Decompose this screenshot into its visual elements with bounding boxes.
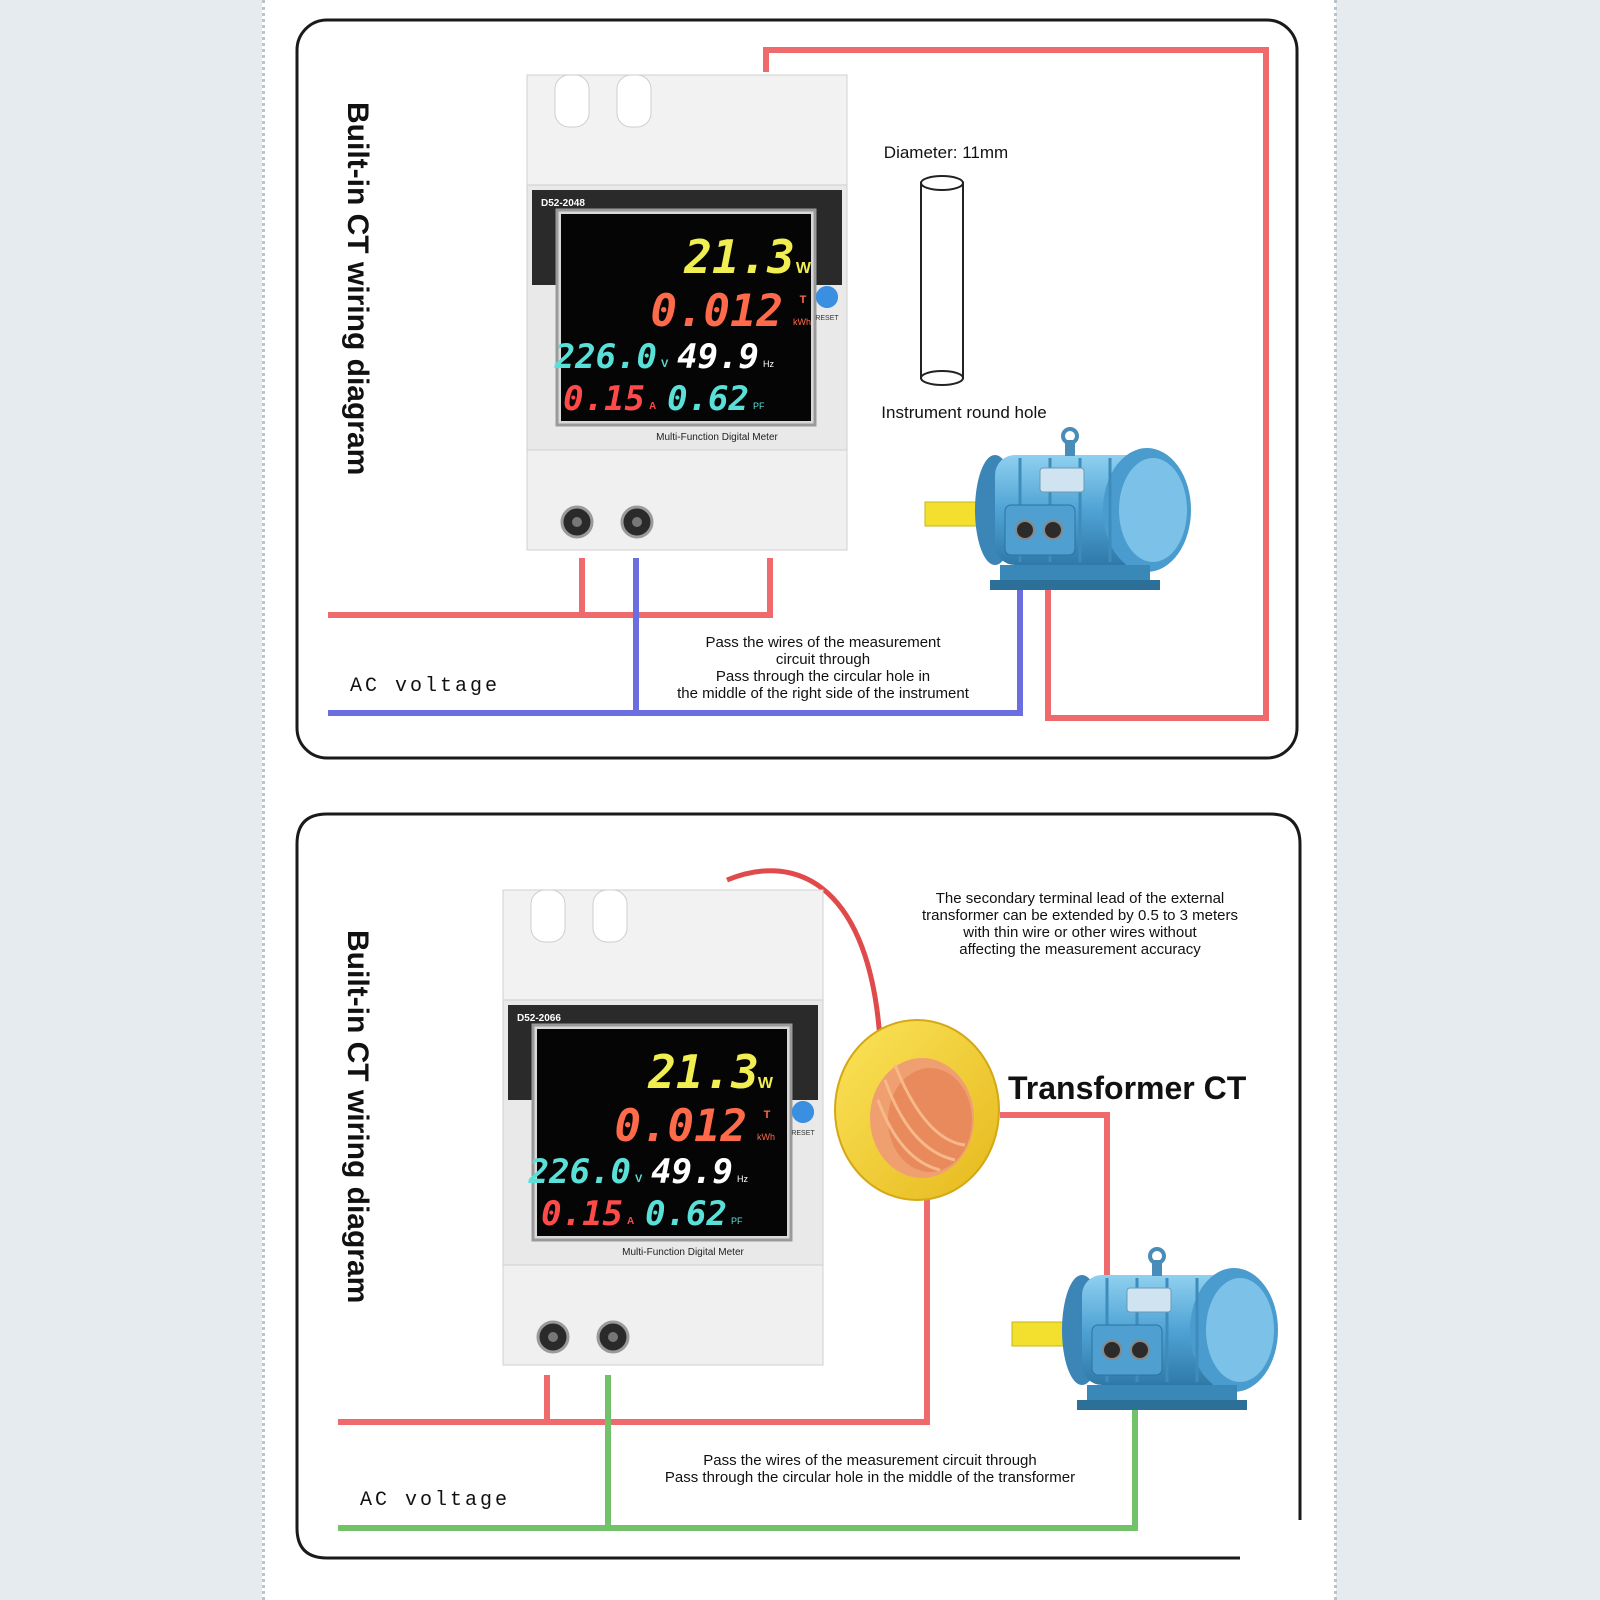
transformer-ct-label: Transformer CT bbox=[1008, 1070, 1247, 1106]
current-readout: 0.15 bbox=[541, 1194, 623, 1234]
reset-button[interactable] bbox=[816, 286, 838, 308]
energy-unit-top: T bbox=[764, 1109, 771, 1121]
meter-caption: Multi-Function Digital Meter bbox=[622, 1247, 744, 1258]
frequency-unit: Hz bbox=[763, 359, 774, 369]
meter-caption: Multi-Function Digital Meter bbox=[656, 432, 778, 443]
voltage-unit: V bbox=[635, 1173, 643, 1185]
reset-button-label: RESET bbox=[815, 315, 839, 322]
power-readout: 21.3 bbox=[647, 1045, 759, 1099]
energy-unit: kWh bbox=[793, 317, 811, 327]
voltage-unit: V bbox=[661, 358, 669, 370]
note-line: with thin wire or other wires without bbox=[962, 924, 1197, 941]
energy-readout: 0.012 bbox=[651, 286, 783, 337]
power-unit: W bbox=[758, 1075, 774, 1092]
right-dotted-border bbox=[1334, 0, 1337, 1600]
round-hole-cylinder bbox=[920, 175, 964, 386]
note-line: Pass the wires of the measurement bbox=[705, 634, 941, 651]
frequency-readout: 49.9 bbox=[677, 337, 759, 377]
energy-unit-top: T bbox=[800, 294, 807, 306]
voltage-readout: 226.0 bbox=[528, 1152, 631, 1192]
current-unit: A bbox=[627, 1216, 634, 1227]
panel-top-note: Pass the wires of the measurement circui… bbox=[677, 634, 970, 702]
frequency-readout: 49.9 bbox=[651, 1152, 733, 1192]
panel-top-title: Built-in CT wiring diagram bbox=[341, 102, 374, 475]
transformer-ct-ring bbox=[834, 1019, 1000, 1201]
current-readout: 0.15 bbox=[563, 379, 645, 419]
voltage-readout: 226.0 bbox=[554, 337, 657, 377]
wire-red-supply bbox=[328, 558, 773, 618]
pf-unit: PF bbox=[753, 401, 765, 411]
ac-voltage-label: AC voltage bbox=[350, 675, 500, 698]
hole-label: Instrument round hole bbox=[881, 403, 1046, 422]
note-line: the middle of the right side of the inst… bbox=[677, 685, 970, 702]
pf-readout: 0.62 bbox=[667, 379, 749, 419]
energy-unit: kWh bbox=[757, 1132, 775, 1142]
note-line: Pass the wires of the measurement circui… bbox=[703, 1452, 1037, 1469]
ac-voltage-label: AC voltage bbox=[360, 1489, 510, 1512]
panel-bottom: Built-in CT wiring diagram D52-2066 21.3… bbox=[295, 812, 1302, 1560]
meter-model: D52-2048 bbox=[541, 198, 585, 209]
wire-blue-neutral bbox=[328, 545, 1023, 716]
ct-secondary-lead bbox=[726, 868, 883, 1041]
energy-readout: 0.012 bbox=[615, 1101, 747, 1152]
pf-unit: PF bbox=[731, 1216, 743, 1226]
panel-top-wires bbox=[328, 47, 1269, 721]
current-unit: A bbox=[649, 401, 656, 412]
left-dotted-border bbox=[262, 0, 265, 1600]
panel-top-meter: D52-2048 21.3 W 0.012 T kWh 226.0 V 49.9… bbox=[525, 73, 849, 552]
wire-red-supply bbox=[338, 1115, 930, 1425]
wire-red-load bbox=[1000, 1112, 1110, 1350]
wire-red-loop bbox=[763, 47, 1269, 721]
panel-bottom-meter: D52-2066 21.3 W 0.012 T kWh 226.0 V 49.9… bbox=[501, 888, 825, 1367]
power-readout: 21.3 bbox=[683, 230, 795, 284]
panel-bottom-note: Pass the wires of the measurement circui… bbox=[665, 1452, 1075, 1486]
reset-button-label: RESET bbox=[791, 1130, 815, 1137]
transformer-note: The secondary terminal lead of the exter… bbox=[922, 890, 1238, 958]
note-line: affecting the measurement accuracy bbox=[959, 941, 1201, 958]
panel-top: Built-in CT wiring diagram D52-2048 21.3… bbox=[295, 18, 1299, 760]
frequency-unit: Hz bbox=[737, 1174, 748, 1184]
note-line: The secondary terminal lead of the exter… bbox=[936, 890, 1225, 907]
power-unit: W bbox=[796, 260, 812, 277]
panel-bottom-title: Built-in CT wiring diagram bbox=[341, 930, 374, 1303]
hole-diameter-label: Diameter: 11mm bbox=[884, 143, 1008, 162]
note-line: transformer can be extended by 0.5 to 3 … bbox=[922, 907, 1238, 924]
note-line: Pass through the circular hole in the mi… bbox=[665, 1469, 1075, 1486]
note-line: circuit through bbox=[776, 651, 870, 668]
meter-model: D52-2066 bbox=[517, 1013, 561, 1024]
pf-readout: 0.62 bbox=[645, 1194, 727, 1234]
note-line: Pass through the circular hole in bbox=[716, 668, 930, 685]
reset-button[interactable] bbox=[792, 1101, 814, 1123]
